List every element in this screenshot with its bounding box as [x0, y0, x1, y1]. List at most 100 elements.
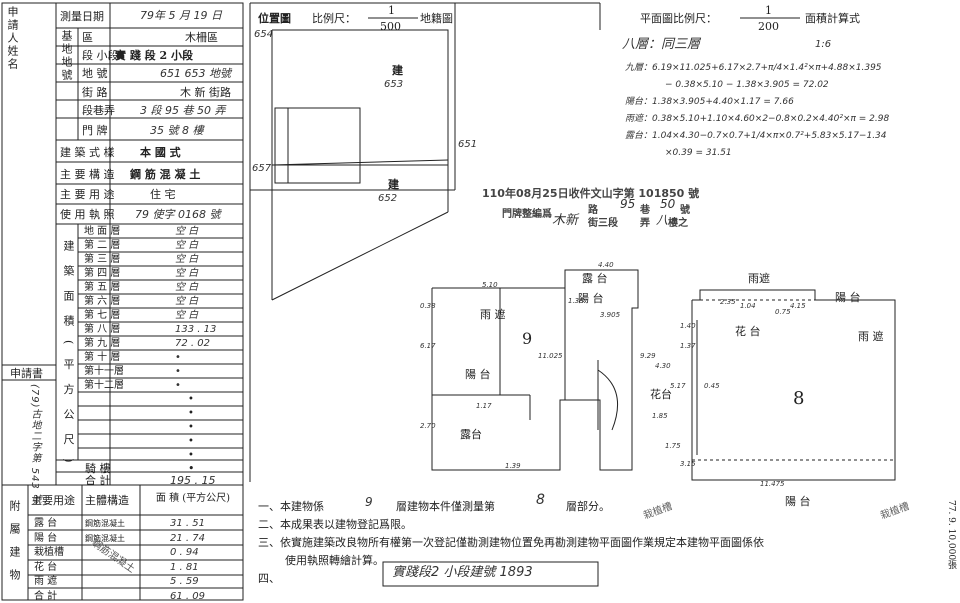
dim-4: 3.905	[600, 311, 621, 319]
arcade-value: •	[188, 462, 195, 475]
survey-date-label: 測量日期	[60, 10, 104, 23]
note-1a: 一、本建物係	[258, 500, 324, 513]
floor-area-value: •	[175, 352, 181, 363]
floor-label: 第 六 層	[84, 296, 121, 307]
license-value: 79 使字 0168 號	[135, 208, 221, 221]
attached-area: 5 . 59	[170, 576, 199, 587]
location-map-title: 位置圖	[258, 12, 291, 25]
rain-cover-b: 雨 遮	[858, 330, 884, 343]
floor-area-value: 空 白	[175, 310, 199, 321]
plan-calc-title: 八層：同三層	[622, 37, 701, 52]
attached-use: 栽植槽	[34, 547, 64, 558]
renumber-stamp-k: 樓之	[668, 218, 688, 229]
floor-label: 第 二 層	[84, 240, 121, 251]
dim-3: 1.38	[568, 297, 584, 305]
lot-a-no: 653	[384, 79, 404, 90]
section-label: 段 小段	[82, 49, 119, 62]
renumber-stamp-b: 木新	[552, 213, 579, 228]
dim-19: 4.30	[655, 362, 671, 370]
district-value: 木柵區	[185, 31, 218, 44]
terrace-b: 露台	[460, 428, 482, 441]
door-label: 門 牌	[82, 124, 108, 137]
floor-area-value: •	[175, 380, 181, 391]
dim-21: 9.29	[640, 352, 656, 360]
note-3b: 使用執照轉繪計算。	[285, 554, 384, 567]
renumber-stamp-e: 巷	[640, 205, 650, 216]
calc-line: ×0.39 = 31.51	[665, 148, 732, 158]
calc-line: − 0.38×5.10 − 1.38×3.905 = 72.02	[665, 80, 829, 90]
floor-area-value: 空 白	[175, 254, 199, 265]
dim-17: 1.04	[740, 302, 756, 310]
calc-line: 露台：1.04×4.30−0.7×0.7+1/4×π×0.7²+5.83×5.1…	[625, 131, 887, 141]
floor-label: 第十一層	[84, 366, 124, 377]
floor-area-value: 空 白	[175, 282, 199, 293]
attached-head-struct: 主體構造	[85, 494, 129, 507]
location-unit-label: 地籍圖	[420, 12, 453, 25]
unit-8-number: 8	[793, 388, 805, 409]
dim-12: 2.35	[720, 298, 736, 306]
renumber-stamp-d: 95	[620, 197, 636, 211]
blank-row-marker: •	[188, 422, 194, 433]
calc-line: 九層：6.19×11.025+6.17×2.7+π/4×1.4²×π+4.88×…	[625, 63, 882, 73]
attached-use: 合 計	[34, 590, 58, 602]
dim-10: 2.70	[420, 422, 436, 430]
door-value: 35 號 8 樓	[150, 124, 204, 137]
flower-bed-a: 花 台	[735, 325, 761, 338]
attached-structure: 鋼筋混凝土	[85, 533, 125, 543]
attached-area: 21 . 74	[170, 532, 205, 544]
rain-cover-c: 雨遮	[748, 272, 770, 285]
dim-2: 4.40	[598, 261, 614, 269]
dim-24: 0.45	[704, 382, 720, 390]
plan-scale-num: 1	[765, 4, 772, 17]
floor-label: 第 十 層	[84, 352, 121, 363]
use-label: 主 要 用 途	[60, 188, 115, 201]
structure-label: 主 要 構 造	[60, 168, 115, 181]
renumber-stamp-j: 八	[656, 213, 669, 227]
street-value: 木 新 街路	[180, 86, 231, 99]
attached-area: 0 . 94	[170, 547, 199, 558]
note-3: 三、依實施建築改良物所有權第一次登記僅勘測建物位置免再勘測建物平面圖作業規定本建…	[258, 536, 764, 549]
license-label: 使 用 執 照	[60, 208, 115, 221]
dim-20: 1.75	[665, 442, 681, 450]
attached-area: 31 . 51	[170, 518, 205, 529]
dim-15: 0.75	[775, 308, 791, 316]
note-1b: 9	[365, 495, 373, 509]
dim-8: 1.17	[476, 402, 492, 410]
lane-label: 段巷弄	[82, 104, 115, 117]
blank-row-marker: •	[188, 394, 194, 405]
dim-9: 1.39	[505, 462, 521, 470]
floor-area-value: 空 白	[175, 226, 199, 237]
lot-value: 651 653 地號	[160, 67, 231, 80]
floor-area-value: 空 白	[175, 268, 199, 279]
location-scale-num: 1	[388, 4, 395, 17]
lot-657: 657	[252, 163, 272, 174]
balcony-b: 陽 台	[465, 368, 491, 381]
dim-6: 11.025	[538, 352, 563, 360]
attached-use: 露 台	[34, 518, 58, 529]
total-value: 195 . 15	[170, 474, 216, 487]
calc-line: 雨遮：0.38×5.10+1.10×4.60×2−0.8×0.2×4.40²×π…	[625, 114, 890, 124]
renumber-stamp-g: 號	[680, 205, 690, 216]
dim-14: 4.15	[790, 302, 806, 310]
blank-row-marker: •	[188, 450, 194, 461]
lot-label: 地 號	[82, 67, 108, 80]
blank-row-marker: •	[188, 408, 194, 419]
plan-scale-den: 200	[758, 20, 779, 33]
survey-date-value: 79年 5 月 19 日	[140, 9, 222, 22]
use-value: 住 宅	[150, 188, 176, 201]
floor-label: 第 四 層	[84, 268, 121, 279]
attached-head-use: 主要用途	[31, 494, 75, 507]
blank-row-marker: •	[188, 436, 194, 447]
structure-value: 鋼 筋 混 凝 土	[130, 168, 201, 181]
plan-calc-label: 面積計算式	[805, 12, 860, 25]
dim-7: 0.38	[420, 302, 436, 310]
section-value: 實 踐 段 2 小段	[115, 49, 193, 62]
floor-label: 第十二層	[84, 380, 124, 391]
applicant-label: 申請人姓名	[6, 6, 19, 71]
attached-area: 61 . 09	[170, 590, 205, 602]
lot-a-label: 建	[392, 64, 403, 77]
style-value: 本 國 式	[140, 146, 181, 159]
attached-area: 1 . 81	[170, 561, 199, 573]
floor-area-value: 空 白	[175, 240, 199, 251]
unit-9-number: 9	[522, 329, 533, 348]
